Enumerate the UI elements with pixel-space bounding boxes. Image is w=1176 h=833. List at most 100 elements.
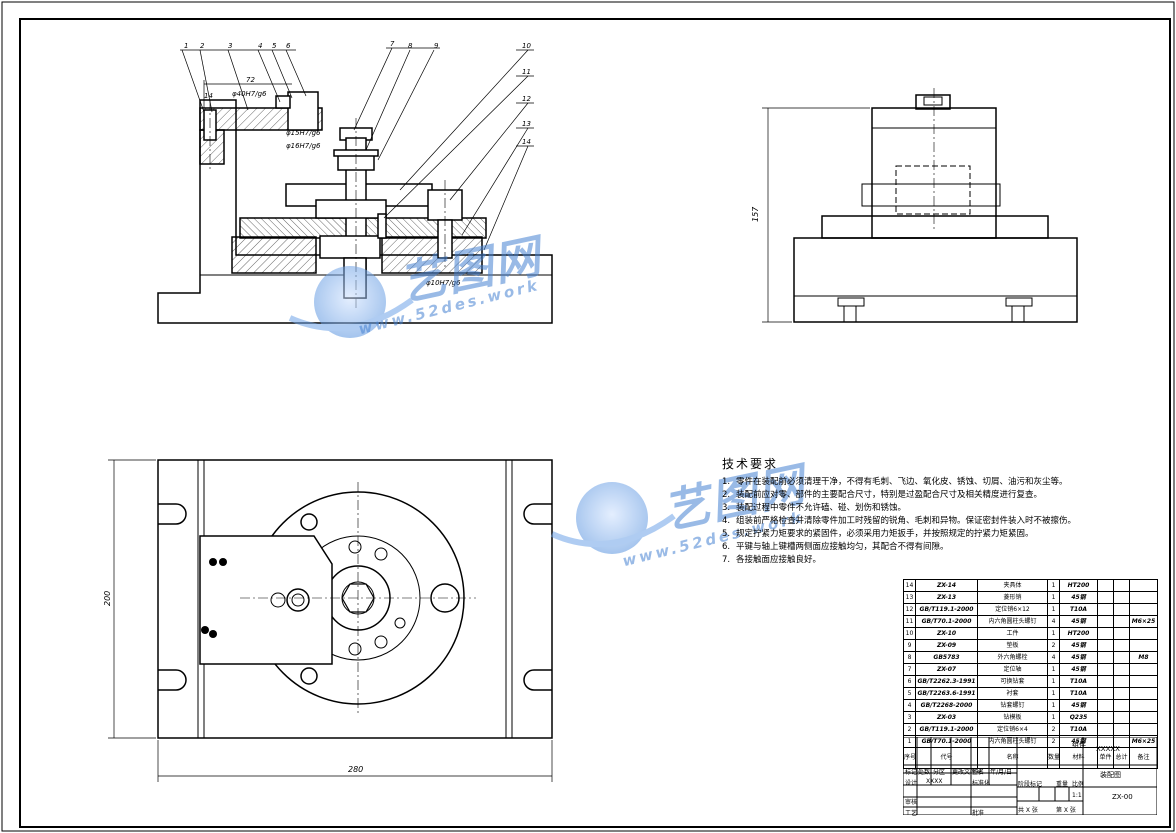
watermark-logo-1: [288, 266, 414, 338]
balloon-leaders: [180, 47, 534, 251]
title-block-weight: 重量: [1056, 781, 1069, 788]
bom-cell-code: ZX-07: [915, 663, 978, 676]
fit-phi10: φ10H7/g6: [426, 279, 461, 287]
dimension-200: 200: [103, 591, 112, 606]
title-block-sheet-no: 第 X 张: [1056, 807, 1076, 814]
bom-cell-qty: 2: [1047, 723, 1060, 736]
bom-cell-note: [1129, 675, 1158, 688]
bom-cell-note: [1129, 711, 1158, 724]
bom-cell-weight: [1113, 711, 1130, 724]
bom-cell-mat: HT200: [1059, 579, 1098, 592]
title-block-design: 设计: [905, 780, 918, 787]
balloon-5: 5: [272, 42, 277, 50]
tech-requirement-item: 1.零件在装配前必须清理干净，不得有毛刺、飞边、氧化皮、锈蚀、切屑、油污和灰尘等…: [722, 477, 1068, 487]
bom-cell-weight: [1113, 579, 1130, 592]
bom-cell-weight: [1097, 675, 1114, 688]
title-block-zone: 分区: [933, 769, 946, 776]
bom-cell-weight: [1097, 699, 1114, 712]
bom-cell-qty: 2: [1047, 639, 1060, 652]
bom-cell-weight: [1097, 663, 1114, 676]
tech-requirement-item: 2.装配前应对零、部件的主要配合尺寸，特别是过盈配合尺寸及相关精度进行复查。: [722, 490, 1043, 500]
bom-cell-mat: T10A: [1059, 603, 1098, 616]
watermark-logo-2: [550, 482, 676, 554]
bom-cell-name: 定位销6×12: [977, 603, 1048, 616]
tech-requirement-item: 6.平键与轴上键槽两侧面应接触均匀，其配合不得有间隙。: [722, 542, 949, 552]
bom-cell-code: ZX-09: [915, 639, 978, 652]
balloon-8: 8: [408, 42, 413, 50]
bom-cell-weight: [1097, 615, 1114, 628]
bom-cell-name: 夹具体: [977, 579, 1048, 592]
bom-cell-no: 2: [903, 723, 916, 736]
bom-cell-mat: HT200: [1059, 627, 1098, 640]
bom-cell-no: 14: [903, 579, 916, 592]
top-view-dimensions: [108, 459, 553, 782]
bom-cell-weight: [1097, 711, 1114, 724]
tech-requirement-item: 5.规定拧紧力矩要求的紧固件，必须采用力矩扳手，并按照规定的拧紧力矩紧固。: [722, 529, 1034, 539]
bom-cell-code: GB/T119.1-2000: [915, 723, 978, 736]
title-block-sheets-total: 共 X 张: [1018, 807, 1038, 814]
balloon-1: 1: [184, 42, 188, 50]
bom-cell-name: 菱形销: [977, 591, 1048, 604]
bom-cell-qty: 4: [1047, 651, 1060, 664]
bom-cell-qty: 1: [1047, 663, 1060, 676]
bom-cell-no: 8: [903, 651, 916, 664]
bom-cell-no: 3: [903, 711, 916, 724]
bom-cell-weight: [1113, 603, 1130, 616]
fit-phi15: φ15H7/g6: [286, 129, 321, 137]
bom-cell-no: 4: [903, 699, 916, 712]
inner-border: [19, 18, 1171, 828]
balloon-14: 14: [522, 138, 531, 146]
balloon-2: 2: [200, 42, 205, 50]
dimension-157-lines: [762, 107, 870, 323]
title-block-grid: [903, 737, 1157, 815]
bom-cell-mat: T10A: [1059, 687, 1098, 700]
bom-cell-weight: [1097, 687, 1114, 700]
bom-header-row: 序号 代号 名称 数量 材料 单件 总计 备注: [903, 747, 1158, 769]
bom-cell-no: 6: [903, 675, 916, 688]
balloon-11: 11: [522, 68, 531, 76]
bom-cell-weight: [1113, 627, 1130, 640]
bom-cell-name: 外六角螺栓: [977, 651, 1048, 664]
title-block-stage-mark: 阶段标记: [1018, 781, 1043, 788]
bom-cell-qty: 1: [1047, 687, 1060, 700]
title-block-name: 组件: [1072, 741, 1086, 749]
bom-cell-mat: 45钢: [1059, 615, 1098, 628]
bom-cell-note: [1129, 627, 1158, 640]
bom-cell-mat: T10A: [1059, 675, 1098, 688]
fit-phi40: φ40H7/g6: [232, 90, 267, 98]
title-block-designer: XXXX: [926, 778, 943, 785]
title-block-standardize: 标准化: [972, 780, 991, 787]
bom-cell-weight: [1097, 651, 1114, 664]
bom-cell-weight: [1113, 699, 1130, 712]
title-block-change-doc: 更改文件号: [952, 769, 983, 776]
bom-cell-weight: [1113, 663, 1130, 676]
fit-phi16: φ16H7/g6: [286, 142, 321, 150]
bom-cell-code: ZX-13: [915, 591, 978, 604]
bom-cell-note: [1129, 687, 1158, 700]
bom-cell-qty: 1: [1047, 591, 1060, 604]
bom-cell-name: 工件: [977, 627, 1048, 640]
front-section-view: [157, 91, 553, 324]
bom-cell-weight: [1113, 675, 1130, 688]
bom-cell-weight: [1097, 639, 1114, 652]
bom-cell-note: [1129, 603, 1158, 616]
bom-cell-code: ZX-03: [915, 711, 978, 724]
balloon-7: 7: [390, 40, 395, 48]
bom-cell-weight: [1097, 603, 1114, 616]
bom-cell-name: 钻套螺钉: [977, 699, 1048, 712]
bom-cell-weight: [1097, 579, 1114, 592]
title-block-mark: 标记: [905, 769, 918, 776]
balloon-4: 4: [258, 42, 262, 50]
bom-cell-qty: 4: [1047, 615, 1060, 628]
bom-cell-note: [1129, 639, 1158, 652]
dimension-72: 72: [246, 76, 255, 84]
balloon-3: 3: [228, 42, 232, 50]
bom-cell-note: [1129, 591, 1158, 604]
balloon-6: 6: [286, 42, 291, 50]
title-block-drawing-type: 装配图: [1100, 771, 1121, 779]
